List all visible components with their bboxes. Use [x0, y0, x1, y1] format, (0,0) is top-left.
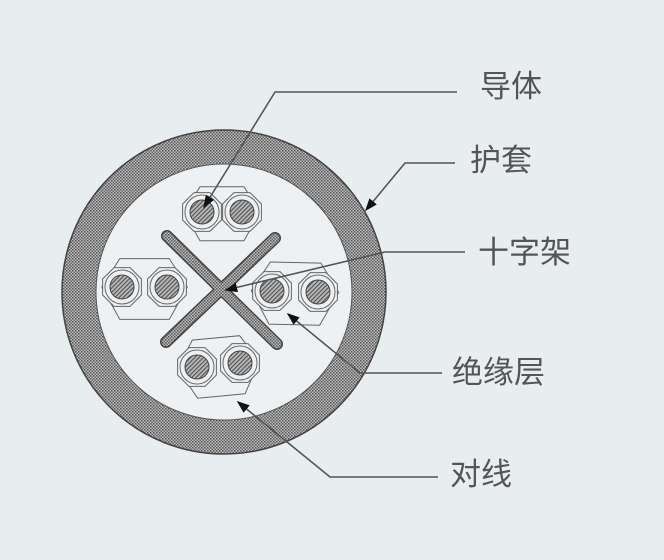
cross-filler — [160, 230, 283, 350]
leader-insulation — [286, 312, 442, 374]
insulation-ring — [149, 269, 185, 305]
leader-conductor — [203, 91, 457, 209]
conductor — [227, 350, 253, 376]
conductor — [154, 274, 180, 300]
conductor — [259, 278, 285, 304]
insulation-ring — [222, 345, 258, 381]
label-cross-filler: 十字架 — [478, 235, 571, 271]
label-insulation: 绝缘层 — [452, 355, 545, 391]
insulation-ring — [224, 194, 260, 230]
leader-jacket — [364, 162, 455, 212]
twisted-pair — [250, 261, 340, 326]
twisted-pair — [101, 258, 188, 320]
insulation-ring — [104, 269, 140, 305]
leader-twisted-pair — [236, 400, 438, 478]
twisted-pair — [177, 335, 260, 399]
leader-cross-filler — [224, 251, 465, 293]
label-twisted-pair: 对线 — [450, 457, 512, 493]
conductor — [109, 274, 135, 300]
conductor — [305, 279, 331, 305]
conductor — [189, 199, 215, 225]
label-conductor: 导体 — [480, 69, 542, 105]
label-jacket: 护套 — [470, 143, 532, 179]
insulation-ring — [184, 194, 220, 230]
insulation-ring — [254, 273, 290, 309]
leader-lines — [203, 91, 465, 478]
conductor — [184, 354, 210, 380]
insulation-ring — [179, 349, 215, 385]
conductor — [229, 199, 255, 225]
insulation-ring — [300, 274, 336, 310]
